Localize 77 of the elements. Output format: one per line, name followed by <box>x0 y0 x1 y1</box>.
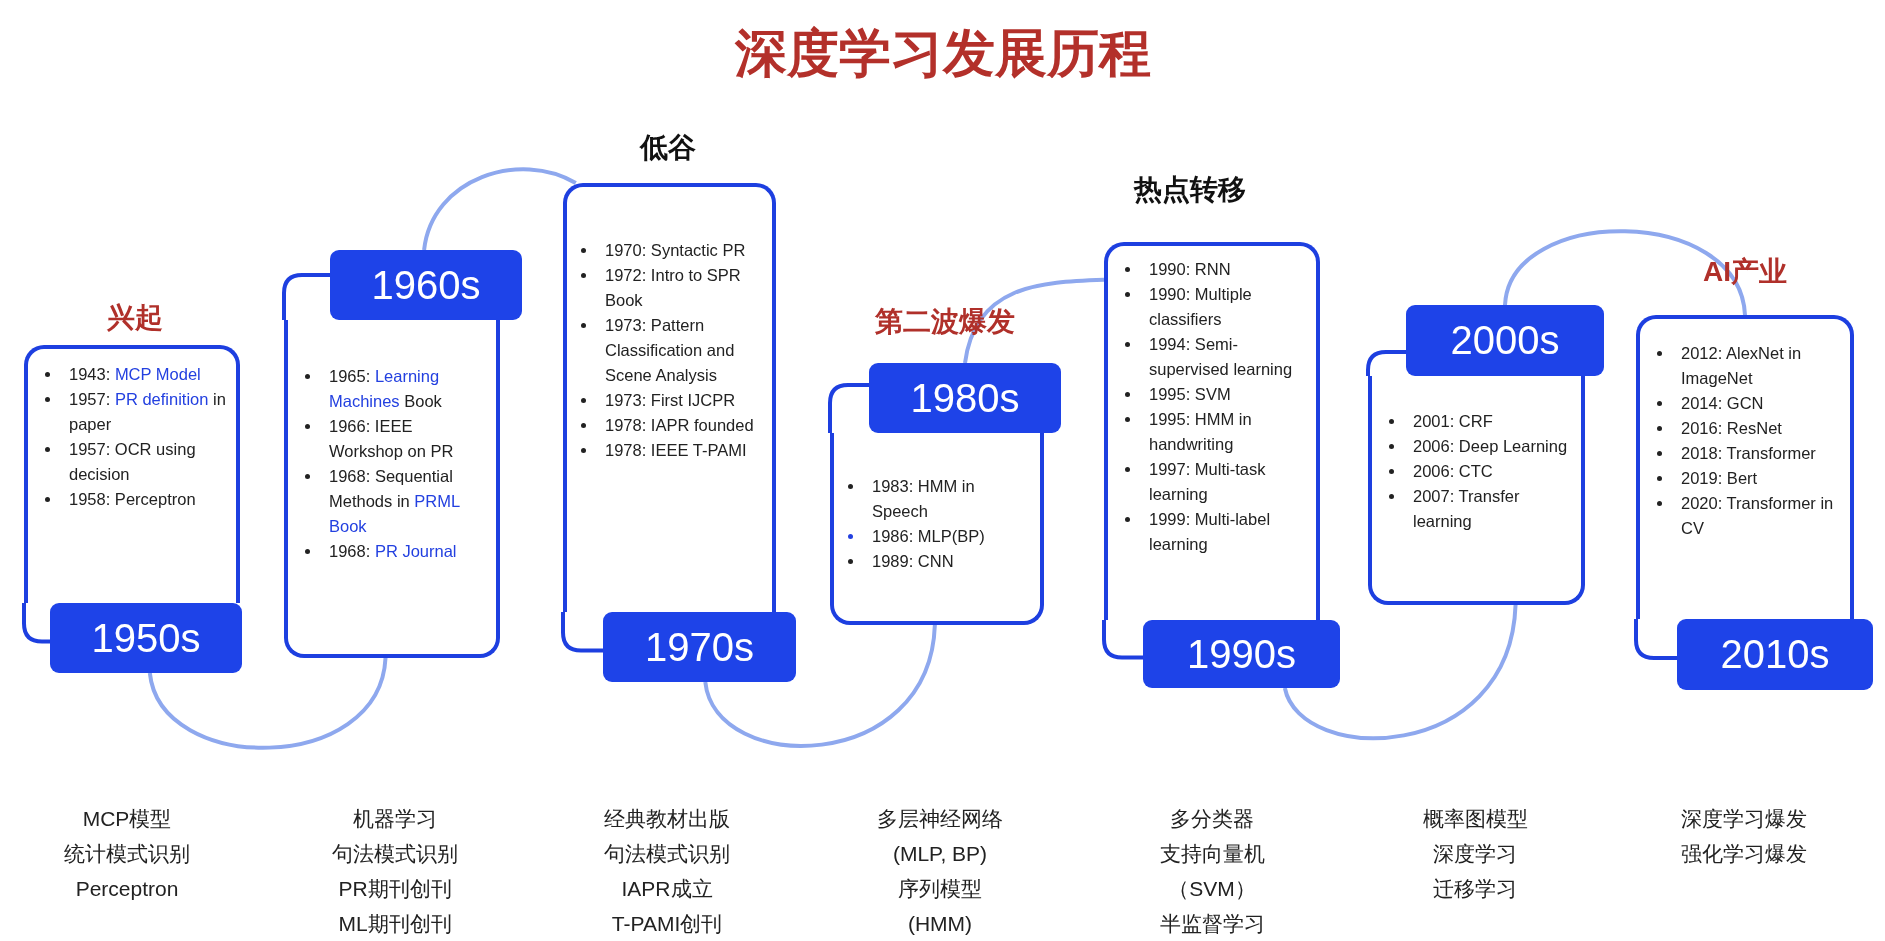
list-item: 2018: Transformer <box>1681 443 1817 464</box>
summary-text: Perceptron <box>75 877 179 901</box>
list-item: 1966: IEEE Workshop on PR <box>329 416 455 462</box>
list-item: 1957: OCR using decision <box>69 439 197 485</box>
list-item: 2014: GCN <box>1681 393 1765 414</box>
summary-text: 迁移学习 <box>1433 876 1517 902</box>
stage-label: AI产业 <box>1703 255 1787 289</box>
summary-text: 经典教材出版 <box>604 806 730 832</box>
summary-text: (MLP, BP) <box>892 842 988 866</box>
summary-text: 强化学习爆发 <box>1681 841 1807 867</box>
summary-text: 序列模型 <box>898 876 982 902</box>
decade-badge: 1980s <box>869 363 1061 433</box>
decade-badge: 1970s <box>603 612 796 682</box>
summary-text: 统计模式识别 <box>64 841 190 867</box>
list-item: 1972: Intro to SPR Book <box>605 265 742 311</box>
summary-text: 机器学习 <box>353 806 437 832</box>
summary-text: IAPR成立 <box>621 876 713 902</box>
stage-label: 低谷 <box>640 131 696 165</box>
list-item: 2006: CTC <box>1413 461 1494 482</box>
summary-text: 深度学习 <box>1433 841 1517 867</box>
decade-badge: 2000s <box>1406 305 1604 376</box>
list-item: 1986: MLP(BP) <box>872 526 986 547</box>
connector-arc <box>147 657 388 750</box>
list-item: 1990: RNN <box>1149 259 1232 280</box>
list-item: 1958: Perceptron <box>69 489 197 510</box>
connector-arc <box>1503 229 1747 316</box>
list-item: 1957: PR definition in paper <box>69 389 227 435</box>
connector-arc <box>422 167 577 251</box>
list-item: 1997: Multi-task learning <box>1149 459 1267 505</box>
title: 深度学习发展历程 <box>733 23 1152 84</box>
list-item: 1999: Multi-label learning <box>1149 509 1272 555</box>
summary-text: 句法模式识别 <box>332 841 458 867</box>
connector-arc <box>703 624 937 748</box>
decade-badge: 1950s <box>50 603 242 673</box>
stage-label: 热点转移 <box>1134 173 1246 207</box>
list-item: 1995: SVM <box>1149 384 1232 405</box>
summary-text: 多分类器 <box>1170 806 1254 832</box>
list-item: 1973: First IJCPR <box>605 390 737 411</box>
list-item: 2007: Transfer learning <box>1413 486 1521 532</box>
summary-text: 句法模式识别 <box>604 841 730 867</box>
list-item: 1978: IAPR founded <box>605 415 755 436</box>
decade-badge: 1990s <box>1143 620 1340 688</box>
connector-arc <box>1283 604 1518 741</box>
summary-text: T-PAMI创刊 <box>611 911 723 937</box>
list-item: 2016: ResNet <box>1681 418 1783 439</box>
list-item: 1968: Sequential Methods in PRML Book <box>329 466 461 537</box>
list-item: 2012: AlexNet in ImageNet <box>1681 343 1803 389</box>
list-item: 1995: HMM in handwriting <box>1149 409 1253 455</box>
list-item: 2019: Bert <box>1681 468 1759 489</box>
list-item: 1973: Pattern Classification and Scene Analysis <box>605 315 736 386</box>
summary-text: 半监督学习 <box>1159 911 1265 937</box>
summary-text: 多层神经网络 <box>877 806 1003 832</box>
list-item: 1994: Semi-supervised learning <box>1149 334 1294 380</box>
decade-badge: 2010s <box>1677 619 1873 690</box>
connector-arc <box>963 277 1105 364</box>
list-item: 2020: Transformer in CV <box>1681 493 1835 539</box>
summary-text: 支持向量机 <box>1159 841 1265 867</box>
list-item: 2006: Deep Learning <box>1413 436 1569 457</box>
summary-text: 概率图模型 <box>1422 806 1528 832</box>
list-item: 1968: PR Journal <box>329 541 458 562</box>
stage-label: 兴起 <box>107 301 163 335</box>
summary-text: PR期刊创刊 <box>338 876 452 902</box>
list-item: 1943: MCP Model <box>69 364 202 385</box>
summary-text: ML期刊创刊 <box>338 911 452 937</box>
summary-text: MCP模型 <box>82 806 172 832</box>
summary-text: （SVM） <box>1168 876 1256 902</box>
summary-text: (HMM) <box>907 912 973 936</box>
decade-badge: 1960s <box>330 250 522 320</box>
stage-label: 第二波爆发 <box>875 305 1015 339</box>
summary-text: 深度学习爆发 <box>1681 806 1807 832</box>
list-item: 1989: CNN <box>872 551 955 572</box>
list-item: 1983: HMM in Speech <box>872 476 976 522</box>
list-item: 1978: IEEE T-PAMI <box>605 440 748 461</box>
list-item: 1970: Syntactic PR <box>605 240 747 261</box>
list-item: 2001: CRF <box>1413 411 1494 432</box>
list-item: 1965: Learning Machines Book <box>329 366 443 412</box>
list-item: 1990: Multiple classifiers <box>1149 284 1253 330</box>
